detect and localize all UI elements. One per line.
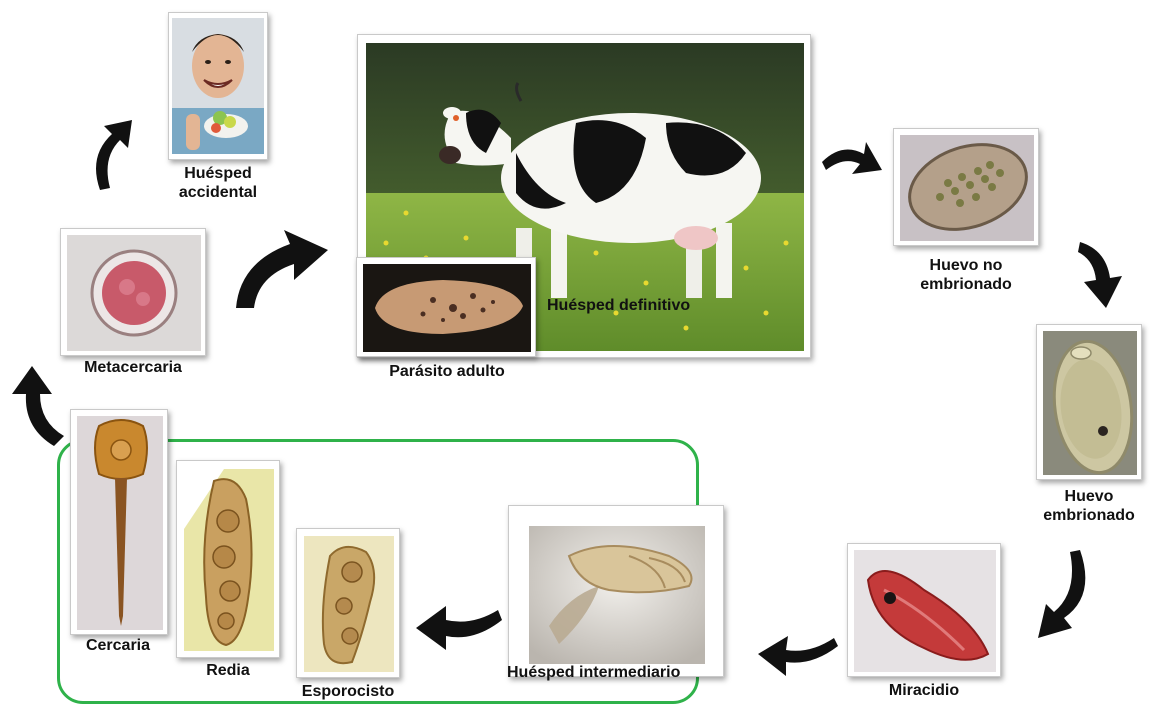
metacercaria-photo [60,228,206,356]
accidental-host-label: Huésped accidental [150,164,286,202]
curved-arrow-icon [414,600,504,650]
sporocyst-photo [296,528,400,678]
cercaria-photo [70,409,168,635]
embryonated-egg-label: Huevo embrionado [1022,487,1152,525]
intermediate-host-label: Huésped intermediario [507,664,680,682]
redia-photo [176,460,280,658]
miracidium-photo [847,543,1001,677]
miracidium-label: Miracidio [854,681,994,700]
sporocyst-label: Esporocisto [280,682,416,701]
accidental-host-photo [168,12,268,160]
curved-arrow-icon [1076,240,1126,310]
curved-arrow-icon [820,140,884,180]
cercaria-label: Cercaria [62,636,174,655]
definitive-host-label: Huésped definitivo [547,297,690,315]
redia-label: Redia [176,661,280,680]
embryonated-egg-photo [1036,324,1142,480]
curved-arrow-icon [8,364,68,448]
curved-arrow-icon [232,222,332,312]
curved-arrow-icon [1034,548,1094,644]
intermediate-host-photo: Huésped intermediario [508,505,724,677]
adult-parasite-label: Parásito adulto [350,362,544,381]
curved-arrow-icon [84,112,144,192]
unembryonated-egg-photo [893,128,1039,246]
adult-parasite-photo [356,257,536,357]
metacercaria-label: Metacercaria [58,358,208,377]
curved-arrow-icon [756,632,840,680]
unembryonated-egg-label: Huevo no embrionado [896,256,1036,294]
